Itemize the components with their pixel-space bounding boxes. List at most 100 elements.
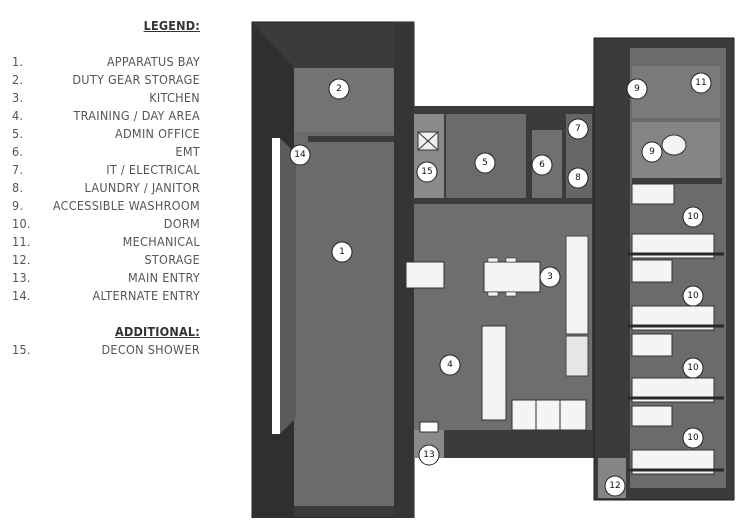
callout-label: 10 xyxy=(687,291,699,301)
apparatus-bay-door xyxy=(272,138,280,434)
callout-label: 10 xyxy=(687,433,699,443)
legend-label: DECON SHOWER xyxy=(101,342,200,357)
callout-8: 8 xyxy=(567,167,589,189)
callout-label: 7 xyxy=(575,124,581,134)
central-block xyxy=(405,106,594,458)
dorm-locker xyxy=(631,259,673,283)
floor-plan: 1 2 3 4 5 6 7 8 9 9 10 10 10 10 11 12 13… xyxy=(251,21,735,518)
legend-number: 5. xyxy=(12,126,24,141)
callout-label: 13 xyxy=(423,450,434,460)
callout-9b: 9 xyxy=(641,141,663,163)
callout-3: 3 xyxy=(539,266,561,288)
duty-gear-storage-floor xyxy=(294,68,394,132)
legend-number: 8. xyxy=(12,180,24,195)
callout-14: 14 xyxy=(289,144,311,166)
legend-item: 11.MECHANICAL xyxy=(12,234,200,250)
legend-item: 10. DORM xyxy=(12,216,200,232)
dorm-locker xyxy=(631,333,673,357)
callout-label: 5 xyxy=(482,158,488,168)
legend-label: DUTY GEAR STORAGE xyxy=(72,72,200,87)
legend-number: 14. xyxy=(12,288,31,303)
callout-1: 1 xyxy=(331,241,353,263)
legend-panel: LEGEND: 1. APPARATUS BAY 2. DUTY GEAR STOR… xyxy=(0,0,210,522)
callout-label: 12 xyxy=(609,481,620,491)
legend-item: 1. APPARATUS BAY xyxy=(12,54,200,70)
legend-label: ALTERNATE ENTRY xyxy=(92,288,200,303)
main-entry-door xyxy=(419,421,439,433)
legend-number: 3. xyxy=(12,90,24,105)
callout-10c: 10 xyxy=(682,357,704,379)
legend-number: 1. xyxy=(12,54,24,69)
callout-label: 11 xyxy=(695,78,706,88)
legend-label: STORAGE xyxy=(144,252,200,267)
dorm-locker xyxy=(631,183,675,205)
dorm-wing xyxy=(593,37,735,501)
kitchen-table xyxy=(483,261,541,293)
door-jamb xyxy=(280,138,296,434)
callout-4: 4 xyxy=(439,354,461,376)
legend-label: LAUNDRY / JANITOR xyxy=(84,180,200,195)
legend-number: 10. xyxy=(12,216,31,231)
legend-label: DORM xyxy=(163,216,200,231)
legend-item: 13. MAIN ENTRY xyxy=(12,270,200,286)
additional-title: ADDITIONAL: xyxy=(115,324,200,339)
apparatus-bay-block xyxy=(251,21,415,518)
legend-number: 15. xyxy=(12,342,31,357)
decon-shower-floor xyxy=(414,114,444,202)
legend-number: 7. xyxy=(12,162,24,177)
callout-12: 12 xyxy=(604,475,626,497)
legend-item: 7. IT / ELECTRICAL xyxy=(12,162,200,178)
east-wall-face xyxy=(394,22,414,518)
callout-2: 2 xyxy=(328,78,350,100)
legend-item: 3. KITCHEN xyxy=(12,90,200,106)
legend-label: ACCESSIBLE WASHROOM xyxy=(52,198,200,213)
callout-15: 15 xyxy=(416,161,438,183)
legend-number: 12. xyxy=(12,252,31,267)
sofa xyxy=(481,325,507,421)
legend-number: 13. xyxy=(12,270,31,285)
partition-wall xyxy=(308,136,394,142)
callout-label: 10 xyxy=(687,363,699,373)
callout-13: 13 xyxy=(418,444,440,466)
legend-label: IT / ELECTRICAL xyxy=(106,162,200,177)
callout-label: 1 xyxy=(339,247,345,257)
callout-label: 9 xyxy=(649,147,655,157)
callout-label: 8 xyxy=(575,173,581,183)
legend-item: 2. DUTY GEAR STORAGE xyxy=(12,72,200,88)
callout-7: 7 xyxy=(567,118,589,140)
legend-label: EMT xyxy=(175,144,200,159)
legend-item: 4. TRAINING / DAY AREA xyxy=(12,108,200,124)
legend-number: 6. xyxy=(12,144,24,159)
washroom-fixture xyxy=(661,134,687,156)
legend-label: TRAINING / DAY AREA xyxy=(73,108,200,123)
storage-cabinets xyxy=(511,399,587,431)
legend-label: KITCHEN xyxy=(149,90,200,105)
callout-5: 5 xyxy=(474,152,496,174)
legend-number: 11. xyxy=(12,234,31,249)
legend-item: 12. STORAGE xyxy=(12,252,200,268)
legend-label: APPARATUS BAY xyxy=(106,54,200,69)
legend-item: 6. EMT xyxy=(12,144,200,160)
callout-10b: 10 xyxy=(682,285,704,307)
legend-label: ADMIN OFFICE xyxy=(114,126,200,141)
dorm-locker xyxy=(631,405,673,427)
callout-label: 9 xyxy=(634,84,640,94)
callout-label: 3 xyxy=(547,272,553,282)
legend-number: 4. xyxy=(12,108,24,123)
callout-label: 4 xyxy=(447,360,453,370)
legend-label: MAIN ENTRY xyxy=(128,270,200,285)
callout-11: 11 xyxy=(690,72,712,94)
callout-10d: 10 xyxy=(682,427,704,449)
apparatus-bay-floor xyxy=(294,68,394,506)
callout-10a: 10 xyxy=(682,206,704,228)
legend-item: 5. ADMIN OFFICE xyxy=(12,126,200,142)
callout-label: 2 xyxy=(336,84,342,94)
kitchen-appliance xyxy=(565,335,589,377)
desk xyxy=(405,261,445,289)
legend-title: LEGEND: xyxy=(143,18,200,33)
legend-number: 2. xyxy=(12,72,24,87)
callout-9a: 9 xyxy=(626,78,648,100)
callout-label: 10 xyxy=(687,212,699,222)
callout-6: 6 xyxy=(531,154,553,176)
kitchen-counter xyxy=(565,235,589,335)
